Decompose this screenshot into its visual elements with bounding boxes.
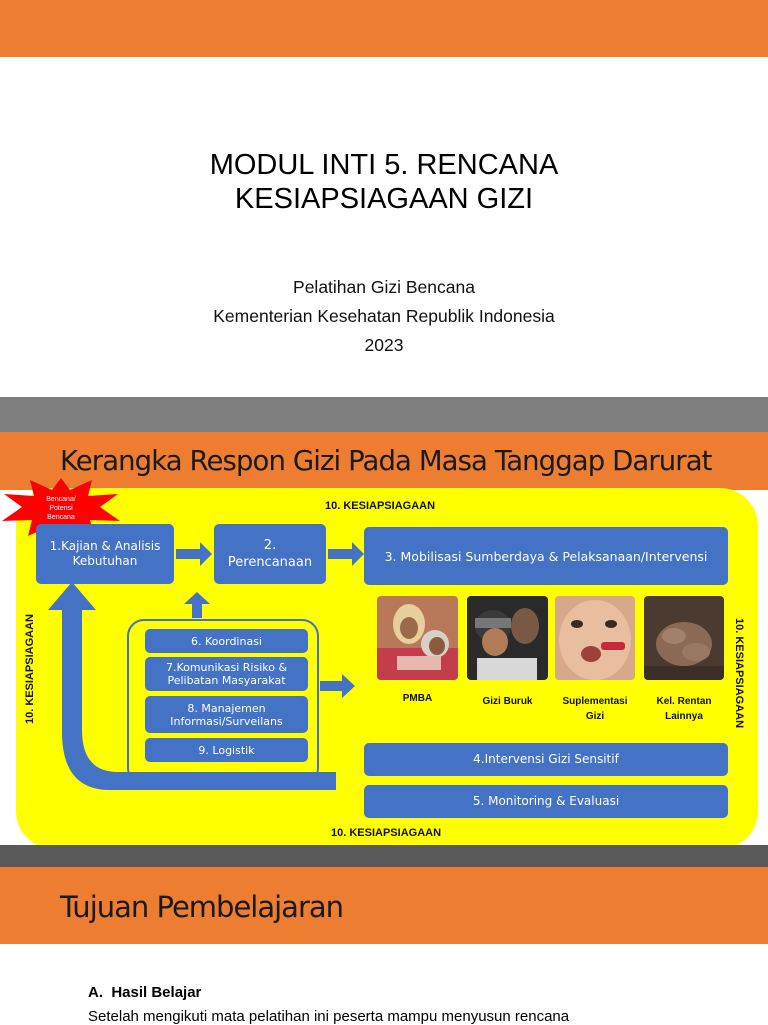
box-monitoring-evaluasi: 5. Monitoring & Evaluasi — [364, 785, 728, 818]
arrow-2-to-3 — [328, 542, 364, 566]
slide-separator — [0, 397, 768, 432]
box-perencanaan: 2. Perencanaan — [214, 524, 326, 584]
box-mobilisasi: 3. Mobilisasi Sumberdaya & Pelaksanaan/I… — [364, 527, 728, 585]
feedback-arrow — [48, 582, 336, 790]
box-manajemen-informasi: 8. Manajemen Informasi/Surveilans — [145, 696, 308, 733]
slide3-title: Tujuan Pembelajaran — [60, 890, 344, 924]
diagram-arrows — [48, 542, 364, 790]
burst-label-line1: Bencana/ — [46, 496, 76, 503]
slide1-subtitle-line3: 2023 — [364, 335, 404, 355]
photo-label-rentan-line2: Lainnya — [665, 711, 703, 722]
burst-label-line2: Potensi — [49, 505, 73, 512]
slide1-subtitle-line2: Kementerian Kesehatan Republik Indonesia — [213, 306, 555, 326]
label-kesiapsiagaan-right: 10. KESIAPSIAGAAN — [733, 618, 745, 729]
box-komunikasi-line1: 7.Komunikasi Risiko & — [165, 661, 288, 674]
slide1-title: MODUL INTI 5. RENCANA KESIAPSIAGAAN GIZI — [0, 148, 768, 216]
arrow-support-to-interventions — [320, 674, 355, 698]
photo-label-rentan-line1: Kel. Rentan — [656, 696, 712, 707]
photo-kelompok-rentan — [644, 596, 724, 680]
slide1-title-line1: MODUL INTI 5. RENCANA — [209, 149, 559, 181]
box-komunikasi-line2: Pelibatan Masyarakat — [167, 674, 286, 687]
slide2-header-bar — [0, 432, 768, 490]
arrow-1-to-2 — [176, 542, 212, 566]
box-koordinasi: 6. Koordinasi — [145, 629, 308, 653]
box-komunikasi-risiko: 7.Komunikasi Risiko & Pelibatan Masyarak… — [145, 657, 308, 691]
photo-suplementasi-gizi — [555, 596, 635, 680]
box-manajemen-line2: Informasi/Surveilans — [170, 714, 283, 728]
slide-separator — [0, 845, 768, 867]
box-perencanaan-line1: 2. — [263, 538, 277, 553]
photo-label-pmba: PMBA — [402, 693, 433, 704]
box-intervensi-sensitif: 4.Intervensi Gizi Sensitif — [364, 743, 728, 776]
photo-label-suplementasi-line1: Suplementasi — [562, 696, 628, 707]
slide1-subtitle: Pelatihan Gizi Bencana Kementerian Keseh… — [0, 273, 768, 360]
slide1-header-bar — [0, 0, 768, 57]
slide3-body-text: Setelah mengikuti mata pelatihan ini pes… — [88, 1008, 570, 1025]
burst-label-line3: Bencana — [47, 514, 75, 521]
box-perencanaan-line2: Perencanaan — [227, 555, 313, 570]
label-kesiapsiagaan-bottom: 10. KESIAPSIAGAAN — [331, 827, 442, 839]
box-logistik: 9. Logistik — [145, 738, 308, 762]
burst-label: Bencana/ Potensi Bencana — [36, 495, 86, 522]
slide2-title: Kerangka Respon Gizi Pada Masa Tanggap D… — [60, 445, 712, 477]
box-kajian-analisis: 1.Kajian & Analisis Kebutuhan — [36, 524, 174, 584]
box-manajemen-line1: 8. Manajemen — [187, 701, 266, 715]
photo-gizi-buruk — [467, 596, 548, 680]
slide3-heading: A. Hasil Belajar — [88, 984, 202, 1001]
photo-label-suplementasi: Suplementasi Gizi — [551, 694, 639, 724]
slide1-subtitle-line1: Pelatihan Gizi Bencana — [293, 277, 475, 297]
arrow-support-to-2 — [184, 592, 210, 618]
photo-label-rentan: Kel. Rentan Lainnya — [640, 694, 728, 724]
photo-pmba — [377, 596, 458, 680]
support-group-outline — [127, 619, 319, 785]
box-kajian-line2: Kebutuhan — [72, 554, 138, 568]
label-kesiapsiagaan-top: 10. KESIAPSIAGAAN — [325, 500, 436, 512]
slide1-title-line2: KESIAPSIAGAAN GIZI — [234, 183, 534, 215]
box-kajian-line1: 1.Kajian & Analisis — [49, 539, 161, 553]
disaster-burst-icon — [2, 478, 120, 537]
photo-label-gizi-buruk: Gizi Buruk — [482, 696, 533, 707]
slide3-header-bar — [0, 867, 768, 944]
photo-label-suplementasi-line2: Gizi — [585, 711, 605, 722]
label-kesiapsiagaan-left: 10. KESIAPSIAGAAN — [24, 614, 36, 725]
